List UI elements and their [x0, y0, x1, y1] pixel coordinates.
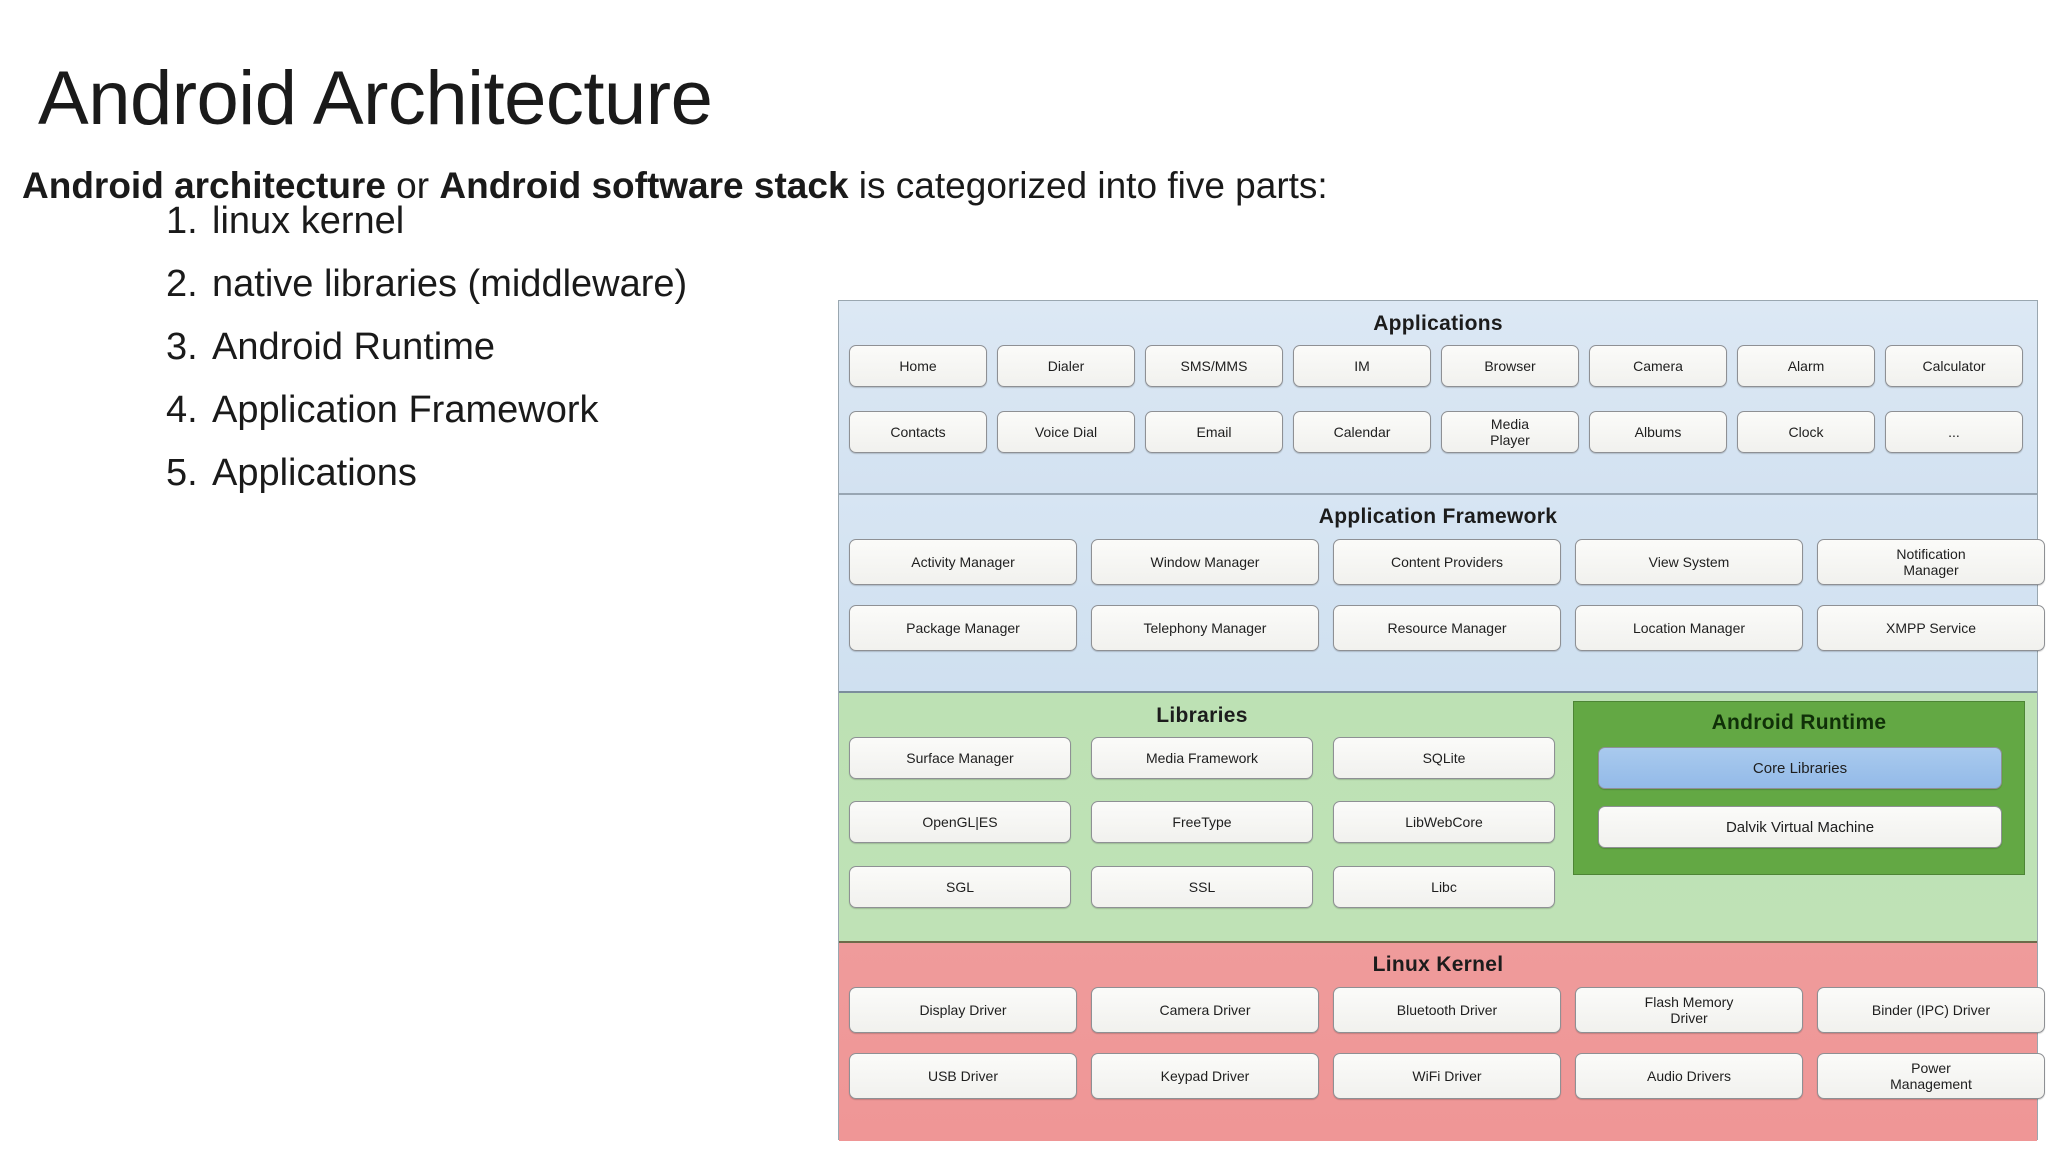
list-item-label: native libraries (middleware)	[212, 263, 688, 305]
list-item: 1. linux kernel	[166, 200, 826, 263]
list-item-number: 4.	[166, 389, 198, 431]
layer-title-application-framework: Application Framework	[1318, 505, 1558, 528]
diagram-layer-libraries: Libraries Surface Manager Media Framework…	[839, 693, 2037, 943]
list-item: 4. Application Framework	[166, 389, 826, 452]
app-tile-alarm[interactable]: Alarm	[1737, 345, 1875, 387]
library-tile-surface-manager[interactable]: Surface Manager	[849, 737, 1071, 779]
intro-conjunction: or	[385, 165, 440, 206]
kernel-tile-bluetooth-driver[interactable]: Bluetooth Driver	[1333, 987, 1561, 1033]
layer-title-applications: Applications	[1373, 312, 1503, 335]
framework-tile-window-manager[interactable]: Window Manager	[1091, 539, 1319, 585]
app-tile-sms-mms[interactable]: SMS/MMS	[1145, 345, 1283, 387]
app-tile-clock[interactable]: Clock	[1737, 411, 1875, 453]
framework-tile-view-system[interactable]: View System	[1575, 539, 1803, 585]
list-item-label: Applications	[212, 452, 417, 494]
list-item: 2. native libraries (middleware)	[166, 263, 826, 326]
page-title: Android Architecture	[38, 55, 713, 141]
kernel-tile-keypad-driver[interactable]: Keypad Driver	[1091, 1053, 1319, 1099]
framework-tile-package-manager[interactable]: Package Manager	[849, 605, 1077, 651]
app-tile-blank[interactable]: ...	[1885, 411, 2023, 453]
list-item: 5. Applications	[166, 452, 826, 515]
library-tile-libc[interactable]: Libc	[1333, 866, 1555, 908]
list-item-label: linux kernel	[212, 200, 405, 242]
list-item: 3. Android Runtime	[166, 326, 826, 389]
diagram-panel-android-runtime: Android Runtime Core Libraries Dalvik Vi…	[1573, 701, 2025, 875]
app-tile-dialer[interactable]: Dialer	[997, 345, 1135, 387]
kernel-tile-wifi-driver[interactable]: WiFi Driver	[1333, 1053, 1561, 1099]
app-tile-calculator[interactable]: Calculator	[1885, 345, 2023, 387]
app-tile-calendar[interactable]: Calendar	[1293, 411, 1431, 453]
library-tile-freetype[interactable]: FreeType	[1091, 801, 1313, 843]
intro-bold-android-architecture: Android architecture	[22, 165, 386, 206]
runtime-tile-core-libraries[interactable]: Core Libraries	[1598, 747, 2002, 789]
kernel-tile-display-driver[interactable]: Display Driver	[849, 987, 1077, 1033]
app-tile-albums[interactable]: Albums	[1589, 411, 1727, 453]
library-tile-media-framework[interactable]: Media Framework	[1091, 737, 1313, 779]
app-tile-email[interactable]: Email	[1145, 411, 1283, 453]
diagram-layer-linux-kernel: Linux Kernel Display Driver Camera Driver…	[839, 943, 2045, 1141]
framework-tile-content-providers[interactable]: Content Providers	[1333, 539, 1561, 585]
list-item-number: 1.	[166, 200, 198, 242]
library-tile-ssl[interactable]: SSL	[1091, 866, 1313, 908]
framework-tile-telephony-manager[interactable]: Telephony Manager	[1091, 605, 1319, 651]
app-tile-contacts[interactable]: Contacts	[849, 411, 987, 453]
framework-tile-location-manager[interactable]: Location Manager	[1575, 605, 1803, 651]
kernel-tile-camera-driver[interactable]: Camera Driver	[1091, 987, 1319, 1033]
library-tile-sgl[interactable]: SGL	[849, 866, 1071, 908]
list-item-label: Android Runtime	[212, 326, 496, 368]
diagram-layer-application-framework: Application Framework Activity Manager Wi…	[839, 495, 2045, 693]
list-item-number: 2.	[166, 263, 198, 305]
layer-title-android-runtime: Android Runtime	[1711, 711, 1887, 734]
library-tile-libwebcore[interactable]: LibWebCore	[1333, 801, 1555, 843]
intro-bold-android-software-stack: Android software stack	[439, 165, 849, 206]
runtime-tile-dalvik-virtual-machine[interactable]: Dalvik Virtual Machine	[1598, 806, 2002, 848]
app-tile-im[interactable]: IM	[1293, 345, 1431, 387]
list-item-label: Application Framework	[212, 389, 599, 431]
intro-paragraph: Android architecture or Android software…	[22, 165, 1328, 207]
library-tile-sqlite[interactable]: SQLite	[1333, 737, 1555, 779]
list-item-number: 5.	[166, 452, 198, 494]
app-tile-camera[interactable]: Camera	[1589, 345, 1727, 387]
kernel-tile-binder-ipc-driver[interactable]: Binder (IPC) Driver	[1817, 987, 2045, 1033]
framework-tile-activity-manager[interactable]: Activity Manager	[849, 539, 1077, 585]
architecture-parts-list: 1. linux kernel 2. native libraries (mid…	[166, 200, 826, 515]
app-tile-home[interactable]: Home	[849, 345, 987, 387]
layer-title-linux-kernel: Linux Kernel	[1372, 953, 1504, 976]
app-tile-browser[interactable]: Browser	[1441, 345, 1579, 387]
app-tile-voice-dial[interactable]: Voice Dial	[997, 411, 1135, 453]
layer-title-libraries: Libraries	[1156, 704, 1248, 727]
list-item-number: 3.	[166, 326, 198, 368]
library-tile-opengl-es[interactable]: OpenGL|ES	[849, 801, 1071, 843]
framework-tile-xmpp-service[interactable]: XMPP Service	[1817, 605, 2045, 651]
kernel-tile-usb-driver[interactable]: USB Driver	[849, 1053, 1077, 1099]
framework-tile-resource-manager[interactable]: Resource Manager	[1333, 605, 1561, 651]
intro-tail: is categorized into five parts:	[848, 165, 1328, 206]
kernel-tile-audio-drivers[interactable]: Audio Drivers	[1575, 1053, 1803, 1099]
